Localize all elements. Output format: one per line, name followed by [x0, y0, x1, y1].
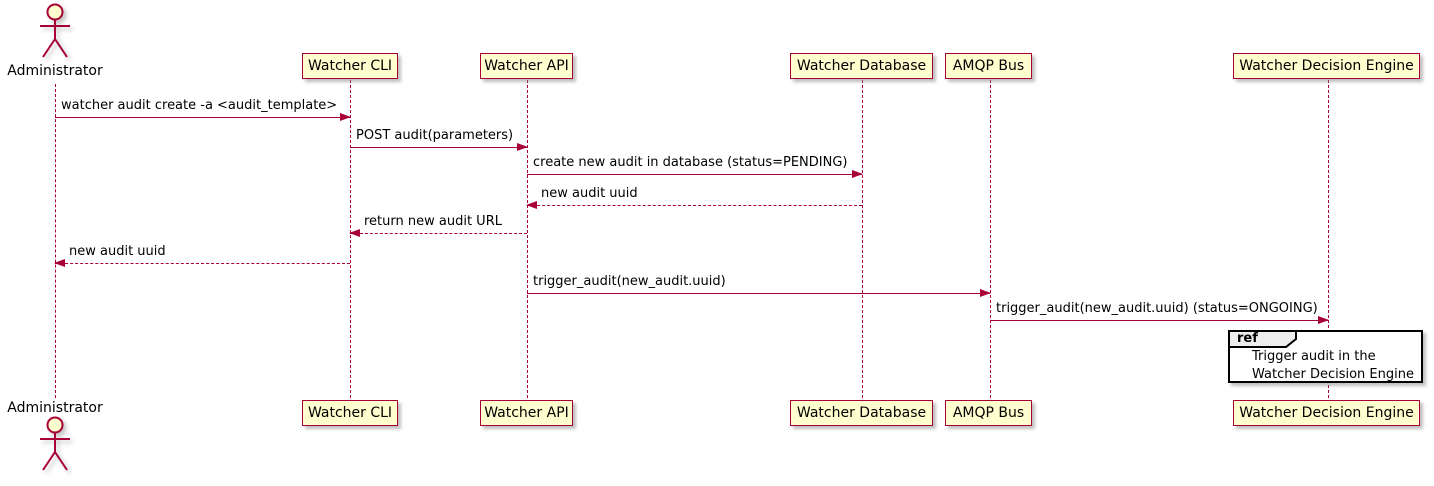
- participant-label: AMQP Bus: [952, 58, 1025, 74]
- message-line: [990, 320, 1328, 321]
- arrowhead-right-icon: [980, 289, 991, 297]
- message-line: [527, 205, 862, 206]
- ref-keyword: ref: [1237, 331, 1258, 346]
- arrowhead-right-icon: [517, 143, 528, 151]
- participant-top-watcher-cli: Watcher CLI: [302, 53, 398, 79]
- arrowhead-left-icon: [54, 259, 65, 267]
- arrowhead-left-icon: [349, 229, 360, 237]
- arrowhead-right-icon: [1318, 316, 1329, 324]
- participant-label: Watcher Database: [796, 58, 927, 74]
- participant-top-amqp-bus: AMQP Bus: [945, 53, 1032, 79]
- participant-top-watcher-api: Watcher API: [480, 53, 573, 79]
- actor-icon: [40, 416, 70, 471]
- participant-label: Watcher Decision Engine: [1239, 405, 1414, 421]
- participant-bottom-watcher-decision-engine: Watcher Decision Engine: [1233, 400, 1420, 426]
- lifeline-watcher-api: [527, 80, 528, 398]
- participant-bottom-amqp-bus: AMQP Bus: [945, 400, 1032, 426]
- arrowhead-left-icon: [526, 201, 537, 209]
- lifeline-amqp-bus: [990, 80, 991, 398]
- message-line: [527, 174, 862, 175]
- actor-administrator-bottom: Administrator: [7, 400, 103, 416]
- participant-label: Watcher API: [484, 58, 569, 74]
- message-label: create new audit in database (status=PEN…: [533, 155, 848, 170]
- participant-top-watcher-decision-engine: Watcher Decision Engine: [1233, 53, 1420, 79]
- lifeline-watcher-cli: [350, 80, 351, 398]
- arrowhead-right-icon: [852, 170, 863, 178]
- participant-label: Watcher Database: [796, 405, 927, 421]
- message-label: trigger_audit(new_audit.uuid): [533, 274, 726, 289]
- participant-bottom-watcher-api: Watcher API: [480, 400, 573, 426]
- lifeline-watcher-decision-engine: [1328, 80, 1329, 398]
- actor-administrator-top: Administrator: [7, 63, 103, 79]
- lifeline-administrator: [55, 84, 56, 398]
- message-label: trigger_audit(new_audit.uuid) (status=ON…: [996, 301, 1318, 316]
- ref-tag-shape-icon: [1228, 330, 1297, 348]
- message-label: return new audit URL: [364, 214, 502, 229]
- participant-label: AMQP Bus: [952, 405, 1025, 421]
- message-label: watcher audit create -a <audit_template>: [61, 98, 338, 113]
- message-line: [350, 147, 527, 148]
- message-line: [527, 293, 990, 294]
- ref-fragment: ref Trigger audit in the Watcher Decisio…: [1228, 330, 1423, 383]
- ref-text: Trigger audit in the Watcher Decision En…: [1252, 349, 1414, 382]
- participant-label: Watcher Decision Engine: [1239, 58, 1414, 74]
- participant-label: Watcher CLI: [307, 58, 393, 74]
- message-label: new audit uuid: [69, 244, 166, 259]
- message-label: POST audit(parameters): [356, 128, 514, 143]
- arrowhead-right-icon: [340, 113, 351, 121]
- participant-label: Watcher CLI: [307, 405, 393, 421]
- participant-label: Watcher API: [484, 405, 569, 421]
- actor-icon: [40, 3, 70, 58]
- ref-tag: ref: [1228, 330, 1298, 348]
- message-line: [55, 117, 350, 118]
- message-label: new audit uuid: [541, 186, 638, 201]
- participant-bottom-watcher-cli: Watcher CLI: [302, 400, 398, 426]
- participant-bottom-watcher-database: Watcher Database: [790, 400, 933, 426]
- message-line: [350, 233, 527, 234]
- lifeline-watcher-database: [862, 80, 863, 398]
- participant-top-watcher-database: Watcher Database: [790, 53, 933, 79]
- message-line: [55, 263, 350, 264]
